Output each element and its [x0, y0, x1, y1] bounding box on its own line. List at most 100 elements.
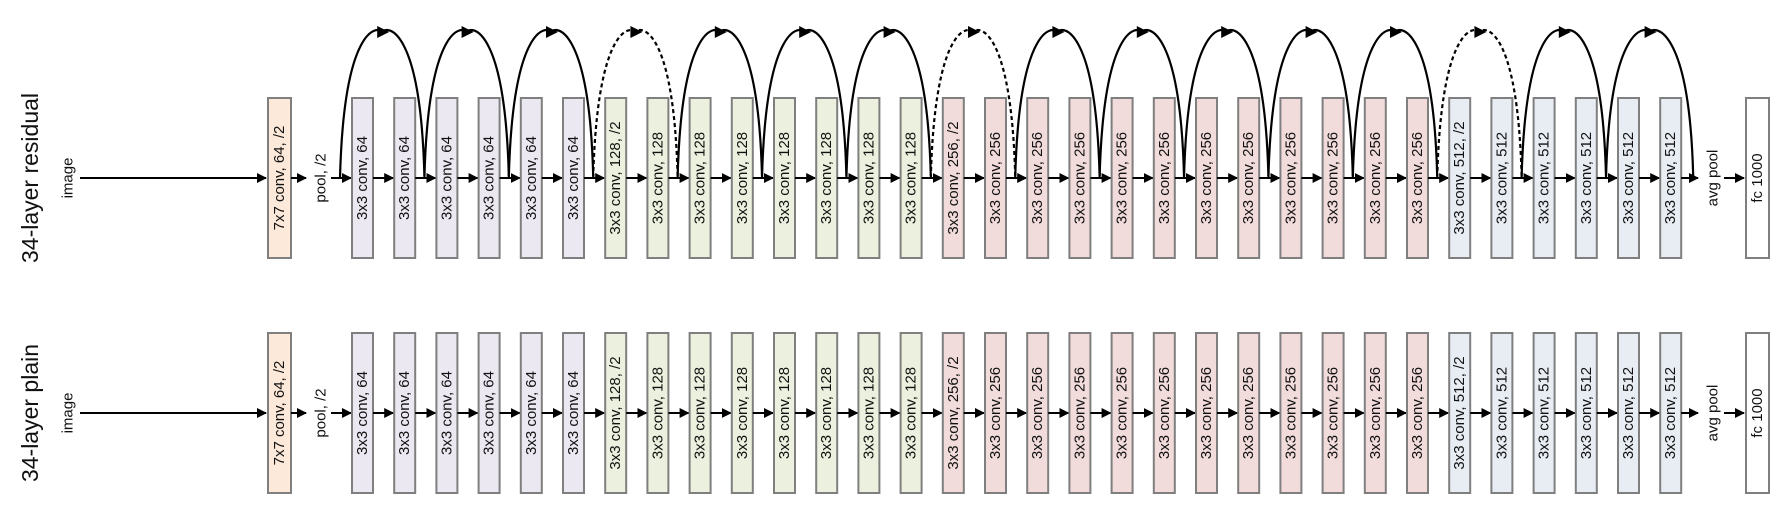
layer-label: 3x3 conv, 256: [1071, 132, 1088, 224]
layer-27: 3x3 conv, 512, /2: [1448, 97, 1472, 259]
layer-label: 3x3 conv, 64: [523, 371, 540, 455]
layer-label: 3x3 conv, 128: [776, 367, 793, 459]
layer-label: 3x3 conv, 256: [1029, 132, 1046, 224]
layer-label: 3x3 conv, 256: [1156, 367, 1173, 459]
layer-label: 3x3 conv, 256: [1367, 367, 1384, 459]
layer-18: 3x3 conv, 256: [1068, 97, 1092, 259]
row-title: 34-layer plain: [17, 344, 43, 482]
layer-10: 3x3 conv, 128: [730, 97, 754, 259]
layer-label: 3x3 conv, 256: [1240, 132, 1257, 224]
layer-label: 7x7 conv, 64, /2: [271, 126, 288, 231]
layer-9: 3x3 conv, 128: [688, 332, 712, 494]
layer-label: 3x3 conv, 128, /2: [607, 356, 624, 469]
layer-22: 3x3 conv, 256: [1237, 97, 1261, 259]
layer-13: 3x3 conv, 128: [857, 332, 881, 494]
layer-28: 3x3 conv, 512: [1490, 332, 1514, 494]
layer-15: 3x3 conv, 256, /2: [941, 97, 965, 259]
layer-label: 3x3 conv, 128: [692, 132, 709, 224]
layer-14: 3x3 conv, 128: [899, 332, 923, 494]
layer-label: 3x3 conv, 512: [1493, 132, 1510, 224]
layer-20: 3x3 conv, 256: [1152, 332, 1176, 494]
layer-32: 3x3 conv, 512: [1659, 332, 1683, 494]
layer-label: 3x3 conv, 128: [903, 132, 920, 224]
layer-label: 3x3 conv, 128: [692, 367, 709, 459]
layer-box: [1745, 332, 1770, 494]
layer-18: 3x3 conv, 256: [1068, 332, 1092, 494]
layer-label: 3x3 conv, 256: [1409, 132, 1426, 224]
layer-30: 3x3 conv, 512: [1574, 97, 1598, 259]
layer-8: 3x3 conv, 128: [646, 97, 670, 259]
layer-25: 3x3 conv, 256: [1363, 332, 1387, 494]
input-label: image: [60, 393, 77, 434]
layer-29: 3x3 conv, 512: [1532, 332, 1556, 494]
shortcut-arrowhead: [1221, 26, 1234, 38]
layer-label: 3x3 conv, 512: [1662, 132, 1679, 224]
layer-label: 3x3 conv, 64: [354, 371, 371, 455]
layer-label: 3x3 conv, 256: [1198, 132, 1215, 224]
layer-label: 3x3 conv, 256: [1198, 367, 1215, 459]
layer-label: 3x3 conv, 64: [438, 371, 455, 455]
layer-label: 3x3 conv, 256: [1029, 367, 1046, 459]
layer-12: 3x3 conv, 128: [815, 97, 839, 259]
layer-10: 3x3 conv, 128: [730, 332, 754, 494]
layer-box: [1745, 97, 1770, 259]
layer-label: 3x3 conv, 256: [1114, 367, 1131, 459]
layer-label: 3x3 conv, 512, /2: [1451, 121, 1468, 234]
layer-label: 3x3 conv, 128, /2: [607, 121, 624, 234]
layer-label: 3x3 conv, 512: [1536, 367, 1553, 459]
layer-15: 3x3 conv, 256, /2: [941, 332, 965, 494]
layer-23: 3x3 conv, 256: [1279, 97, 1303, 259]
layer-label: 3x3 conv, 512: [1662, 367, 1679, 459]
shortcut-arrowhead: [1305, 26, 1318, 38]
layer-label: 3x3 conv, 64: [565, 136, 582, 220]
layer-label: 3x3 conv, 512: [1493, 367, 1510, 459]
layer-5: 3x3 conv, 64: [519, 97, 543, 259]
layer-label: 3x3 conv, 512: [1536, 132, 1553, 224]
layer-22: 3x3 conv, 256: [1237, 332, 1261, 494]
layer-label: 3x3 conv, 128: [776, 132, 793, 224]
pool-label: pool, /2: [313, 153, 330, 202]
layer-label: 3x3 conv, 128: [734, 132, 751, 224]
layer-fc: fc 1000: [1745, 97, 1770, 259]
layer-24: 3x3 conv, 256: [1321, 332, 1345, 494]
layer-4: 3x3 conv, 64: [477, 97, 501, 259]
layer-26: 3x3 conv, 256: [1406, 97, 1429, 259]
avgpool-label: avg pool: [1705, 385, 1722, 442]
layer-16: 3x3 conv, 256: [984, 332, 1007, 494]
layer-first-conv: 7x7 conv, 64, /2: [267, 332, 292, 494]
layer-8: 3x3 conv, 128: [646, 332, 670, 494]
layer-5: 3x3 conv, 64: [519, 332, 543, 494]
layer-label: 3x3 conv, 256, /2: [945, 121, 962, 234]
layer-label: 3x3 conv, 64: [354, 136, 371, 220]
layer-7: 3x3 conv, 128, /2: [604, 97, 628, 259]
layer-label: 3x3 conv, 256: [1071, 367, 1088, 459]
layer-label: 3x3 conv, 256: [1325, 367, 1342, 459]
shortcut-arrowhead: [461, 26, 474, 38]
layer-label: 3x3 conv, 512: [1620, 367, 1637, 459]
layer-27: 3x3 conv, 512, /2: [1448, 332, 1472, 494]
layer-label: 3x3 conv, 256: [1409, 367, 1426, 459]
shortcut-arrowhead: [1474, 26, 1487, 38]
layer-label: 3x3 conv, 256: [1367, 132, 1384, 224]
avgpool-label: avg pool: [1705, 150, 1722, 207]
layer-label: 3x3 conv, 128: [860, 132, 877, 224]
layer-label: 7x7 conv, 64, /2: [271, 361, 288, 466]
layer-31: 3x3 conv, 512: [1617, 332, 1640, 494]
layer-label: 3x3 conv, 64: [396, 371, 413, 455]
row-title: 34-layer residual: [17, 93, 43, 263]
network-rows: 34-layer residual image 7x7 conv, 64, /2 po…: [17, 26, 1770, 494]
layer-21: 3x3 conv, 256: [1195, 332, 1218, 494]
layer-label: 3x3 conv, 64: [396, 136, 413, 220]
layer-label: 3x3 conv, 128: [860, 367, 877, 459]
layer-19: 3x3 conv, 256: [1110, 332, 1134, 494]
pool-label: pool, /2: [313, 388, 330, 437]
layer-31: 3x3 conv, 512: [1617, 97, 1640, 259]
layer-11: 3x3 conv, 128: [773, 97, 796, 259]
layer-label: 3x3 conv, 256: [1282, 367, 1299, 459]
shortcut-arrowhead: [377, 26, 390, 38]
layer-first-conv: 7x7 conv, 64, /2: [267, 97, 292, 259]
layer-label: 3x3 conv, 256: [1240, 367, 1257, 459]
layer-12: 3x3 conv, 128: [815, 332, 839, 494]
layer-17: 3x3 conv, 256: [1026, 97, 1050, 259]
